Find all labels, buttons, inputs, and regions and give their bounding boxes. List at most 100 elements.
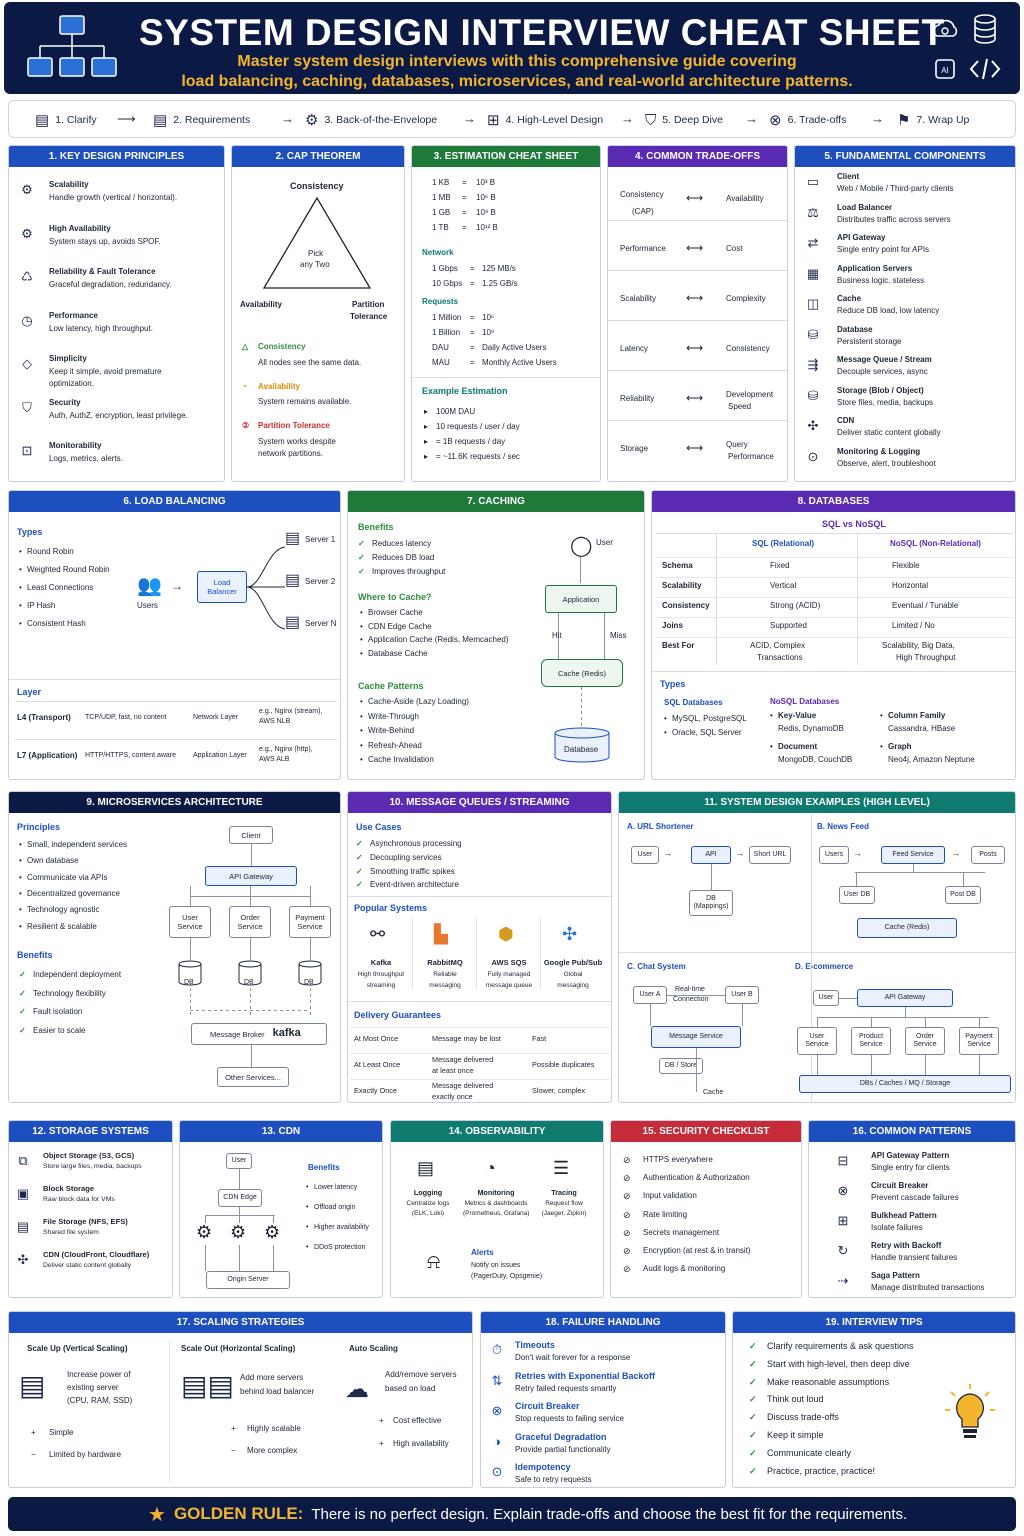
check-circle-icon: ⊘ <box>623 1246 631 1256</box>
req-name: 1 Billion <box>432 328 461 337</box>
db-label: DB <box>304 979 314 986</box>
broker-label: Message Broker <box>210 1029 265 1039</box>
guarantee-desc: Message delivered <box>432 1055 494 1064</box>
pattern-heading: Saga Pattern <box>871 1271 920 1280</box>
connector <box>239 1245 240 1271</box>
pattern-icon: ⊟ <box>837 1153 849 1168</box>
check-icon: ✓ <box>749 1394 757 1405</box>
server-label: Server 2 <box>305 577 336 586</box>
net-value: 1.25 GB/s <box>482 279 518 288</box>
observability-heading: Logging <box>413 1188 443 1197</box>
pattern-icon: ⊗ <box>837 1183 849 1198</box>
user-box: User <box>813 990 839 1006</box>
divider <box>9 679 340 680</box>
component-heading: Storage (Blob / Object) <box>837 385 924 395</box>
arrow-right-icon: → <box>171 579 183 593</box>
connector <box>250 988 251 1018</box>
step-clarify: ▤1. Clarify <box>35 112 97 129</box>
panel-microservices-architecture: 9. MICROSERVICES ARCHITECTURE Principles… <box>8 791 341 1103</box>
nosql-type: Document <box>778 742 818 751</box>
panel-caching: 7. CACHING Benefits✓Reduces latency✓Redu… <box>347 490 645 780</box>
sql-vs-nosql-heading: SQL vs NoSQL <box>822 519 886 529</box>
storage-icon: ✣ <box>17 1252 29 1267</box>
divider <box>619 952 1015 953</box>
security-item: Encryption (at rest & in transit) <box>643 1246 751 1255</box>
cache-redis-box: Cache (Redis) <box>857 918 957 938</box>
connector <box>817 1017 989 1018</box>
cap-availability-label: Availability <box>240 300 282 309</box>
pattern-heading: Retry with Backoff <box>871 1241 942 1250</box>
bullet-icon: • <box>306 1204 309 1211</box>
divider <box>656 557 1013 558</box>
bullet-icon: • <box>19 601 22 610</box>
scale-out-desc: Add more servers <box>240 1373 304 1382</box>
column-header-nosql: NoSQL (Non-Relational) <box>890 539 981 548</box>
bullet-icon: • <box>19 565 22 574</box>
bullet-icon: • <box>19 872 22 882</box>
service-name: Service <box>297 922 323 931</box>
bullet-icon: • <box>360 755 363 764</box>
system-name: RabbitMQ <box>427 958 463 967</box>
bullet-icon: • <box>360 726 363 735</box>
check-icon: ✓ <box>749 1341 757 1351</box>
system-desc: message queue <box>485 982 533 989</box>
bullet-icon: • <box>360 621 363 631</box>
bullet-icon: • <box>664 728 667 737</box>
panel-title: 14. OBSERVABILITY <box>391 1121 603 1142</box>
service-name: Product <box>858 1032 884 1040</box>
step-deep-dive: ⛉5. Deep Dive <box>645 111 723 129</box>
guarantee-desc: exactly once <box>432 1092 473 1101</box>
connector <box>190 1010 310 1011</box>
principle-desc: Keep it simple, avoid premature <box>49 367 162 376</box>
component-heading: Message Queue / Stream <box>837 355 932 364</box>
principle-desc: Handle growth (vertical / horizontal). <box>49 193 178 202</box>
use-case-item: Smoothing traffic spikes <box>370 866 455 876</box>
connector <box>696 1048 697 1092</box>
principle-desc: optimization. <box>49 379 94 388</box>
component-icon: ⛁ <box>807 387 819 403</box>
tradeoff-left: Performance <box>620 244 666 253</box>
data-layer-box: DBs / Caches / MQ / Storage <box>799 1075 1011 1093</box>
connector <box>925 1017 926 1027</box>
alerts-desc: Notify on issues <box>471 1262 521 1269</box>
user-db-box: User DB <box>839 886 875 904</box>
panel-title: 18. FAILURE HANDLING <box>481 1312 725 1333</box>
storage-desc: Deliver static content globally <box>43 1262 132 1269</box>
database-cylinder <box>178 960 202 986</box>
tradeoff-right: Consistency <box>726 344 770 353</box>
system-name: Google Pub/Sub <box>543 958 603 967</box>
arrow-right-icon: → <box>853 848 862 858</box>
ai-chip-icon: AI <box>935 59 955 79</box>
component-desc: Persistent storage <box>837 336 902 346</box>
lb-type: Least Connections <box>27 583 94 592</box>
observability-desc: Request flow <box>545 1200 583 1207</box>
connector <box>310 938 311 960</box>
cap-item-desc: System remains available. <box>258 397 352 406</box>
flag-icon: ⚑ <box>897 112 911 129</box>
pattern-item: Cache-Aside (Lazy Loading) <box>368 697 469 706</box>
connector <box>871 1055 872 1075</box>
layer-example: AWS NLB <box>259 718 291 725</box>
calculator-icon: ⚙ <box>305 112 319 129</box>
sql-cell: ACID, Complex <box>750 641 806 650</box>
system-desc: streaming <box>366 982 396 989</box>
cloud-settings-icon <box>933 19 958 37</box>
system-name: Kafka <box>370 958 392 967</box>
divider <box>476 918 477 990</box>
system-desc: Fully managed <box>487 971 531 978</box>
edge-node-icon: ⚙ <box>264 1222 281 1242</box>
user-box: User <box>226 1153 252 1169</box>
observability-desc: (ELK, Loki) <box>411 1210 445 1217</box>
divider <box>350 1053 610 1054</box>
sql-db-heading: SQL Databases <box>664 698 723 707</box>
section-heading: Layer <box>17 687 42 697</box>
observability-desc: Centralize logs <box>406 1200 450 1207</box>
principle-item: Resilient & scalable <box>27 921 97 931</box>
bullet-icon: • <box>19 619 22 628</box>
scale-up-desc: (CPU, RAM, SSD) <box>67 1396 133 1405</box>
auto-scaling-heading: Auto Scaling <box>349 1344 398 1353</box>
cap-center-label-1: Pick <box>308 249 324 258</box>
